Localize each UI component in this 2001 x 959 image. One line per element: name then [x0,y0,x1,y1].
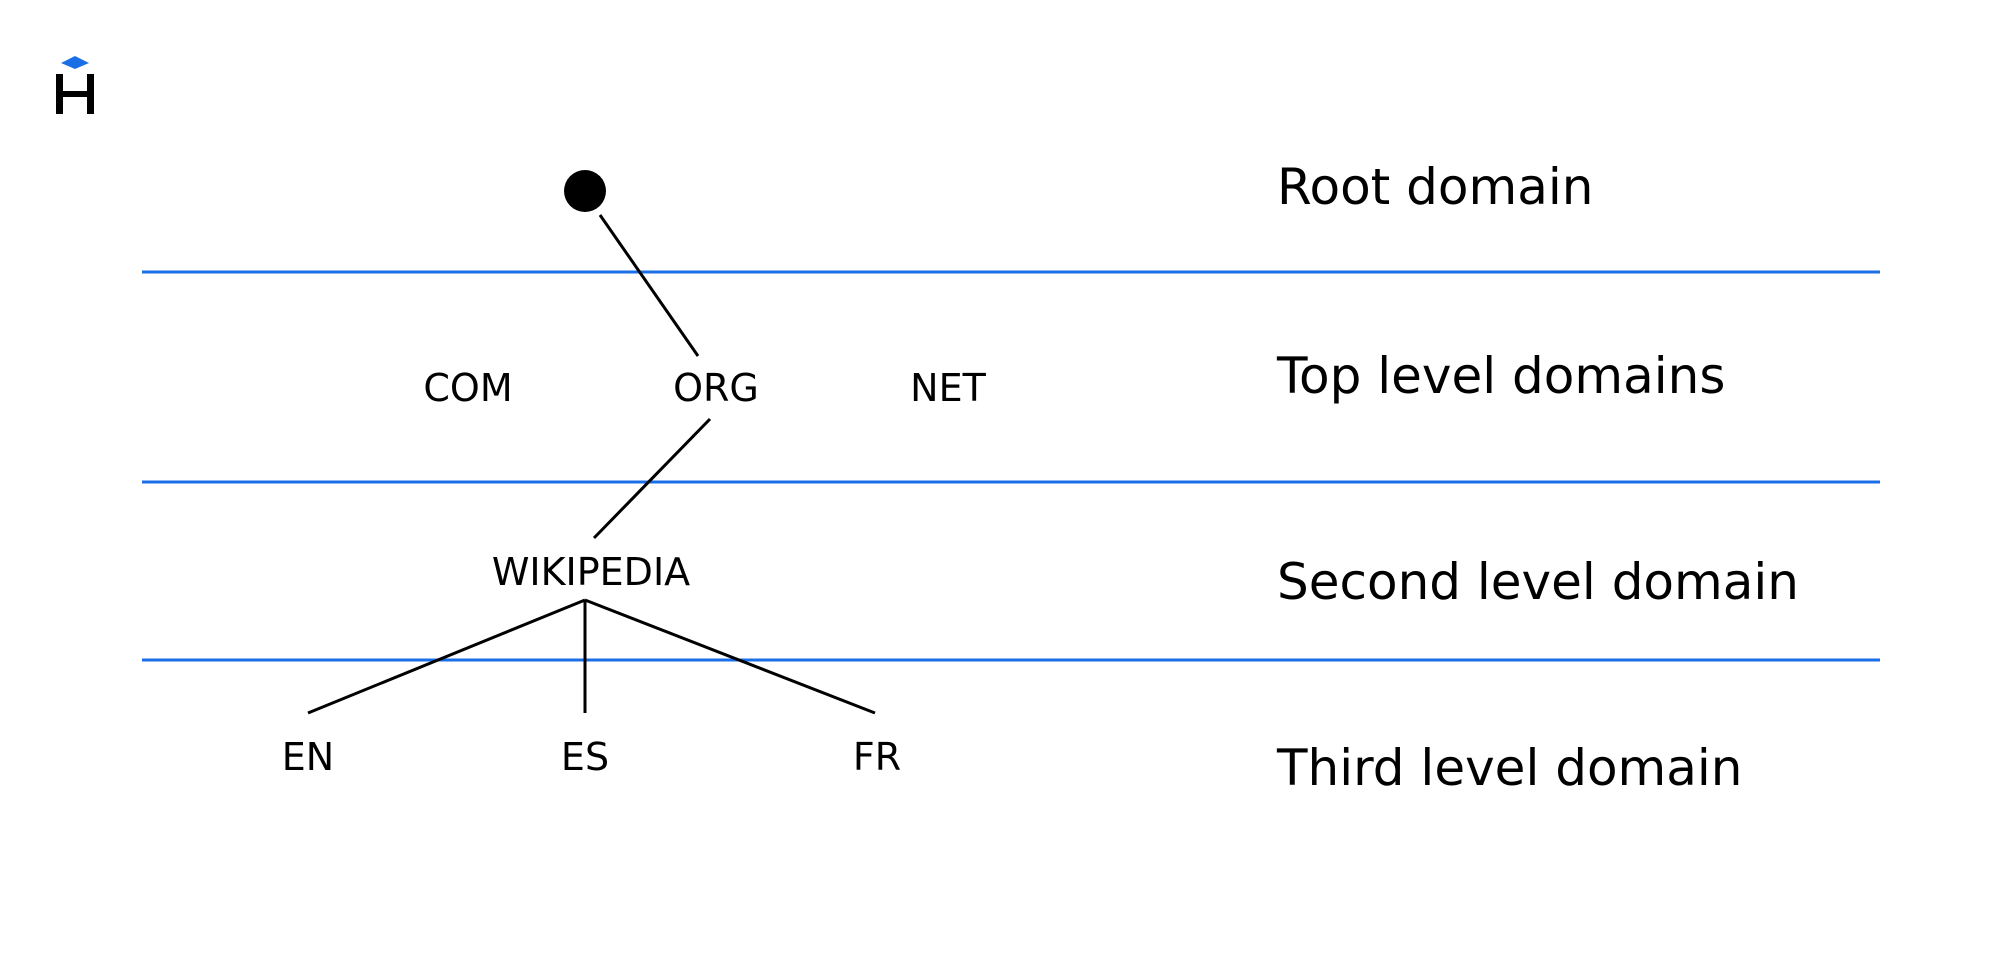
node-fr: FR [852,735,902,779]
label-third-level-domain: Third level domain [1277,739,1743,797]
edge-wikipedia-en [307,598,586,715]
node-en: EN [281,735,335,779]
label-second-level-domain: Second level domain [1277,553,1799,611]
edge-root-org [598,214,700,357]
node-wikipedia: WIKIPEDIA [491,550,691,594]
node-org: ORG [673,366,759,410]
node-net: NET [910,366,986,410]
edge-org-wikipedia [592,417,712,540]
edge-wikipedia-fr [584,598,876,715]
hostinger-h-logo-icon [56,56,94,114]
root-dot-icon [564,170,606,212]
label-top-level-domains: Top level domains [1277,347,1726,405]
label-root-domain: Root domain [1277,158,1594,216]
node-es: ES [560,735,610,779]
node-com: COM [423,366,513,410]
